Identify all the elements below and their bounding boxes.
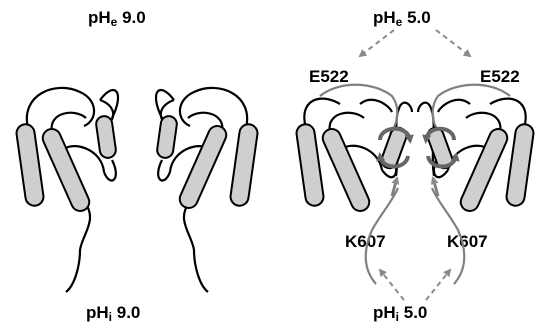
helix xyxy=(458,126,510,214)
helix xyxy=(15,123,44,207)
helix xyxy=(95,115,117,159)
dashed-arrow-icon xyxy=(436,30,470,56)
left-panel xyxy=(15,88,258,292)
helix xyxy=(505,123,534,207)
helix xyxy=(40,126,92,214)
dashed-arrow-icon xyxy=(426,270,450,300)
helix xyxy=(295,123,324,207)
helix xyxy=(229,123,258,207)
helix xyxy=(320,126,372,214)
helix xyxy=(156,115,178,159)
dashed-arrow-icon xyxy=(380,270,404,300)
right-panel xyxy=(295,30,534,300)
dashed-arrow-icon xyxy=(360,30,394,56)
helix xyxy=(177,123,229,211)
